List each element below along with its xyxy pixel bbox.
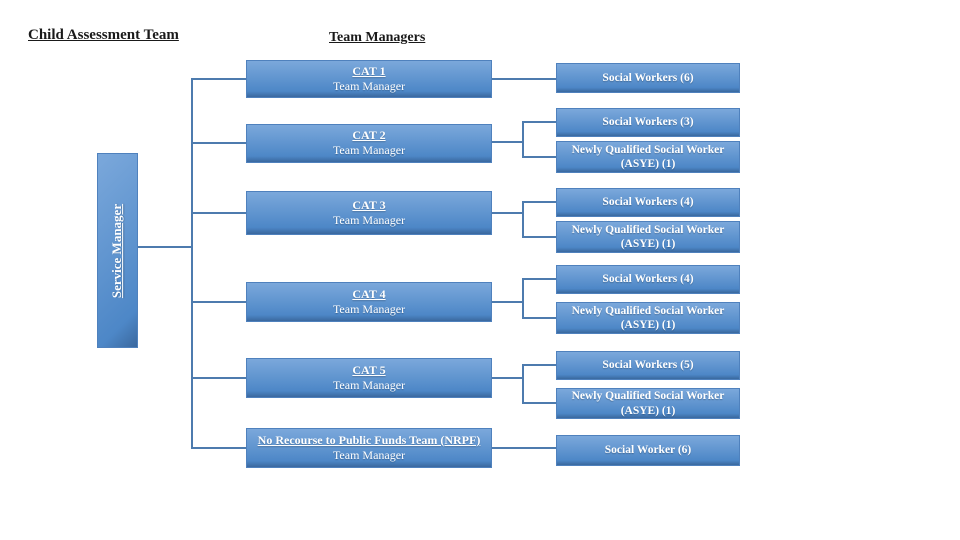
connector-cat3-stub-bottom [522,236,556,238]
connector-trunk [191,78,193,449]
column-heading-team-managers: Team Managers [329,30,426,45]
team-subtitle: Team Manager [332,78,406,93]
staff-label: Newly Qualified Social Worker (ASYE) (1) [571,223,725,250]
staff-label: Social Workers (5) [602,359,694,372]
team-box-cat1: CAT 1 Team Manager [246,60,492,98]
staff-label: Newly Qualified Social Worker (ASYE) (1) [571,304,725,331]
staff-label: Social Workers (4) [602,196,694,209]
team-box-cat5: CAT 5 Team Manager [246,358,492,398]
team-title: CAT 4 [352,286,386,301]
team-title: CAT 3 [352,197,386,212]
staff-box-cat2-nqsw: Newly Qualified Social Worker (ASYE) (1) [556,141,740,173]
connector-nrpf-staff [492,447,556,449]
page-title: Child Assessment Team [28,27,179,43]
connector-cat3-stub-top [522,201,556,203]
team-box-nrpf: No Recourse to Public Funds Team (NRPF) … [246,428,492,468]
staff-box-cat3-nqsw: Newly Qualified Social Worker (ASYE) (1) [556,221,740,253]
connector-branch-cat5 [191,377,246,379]
team-subtitle: Team Manager [332,143,406,158]
staff-label: Newly Qualified Social Worker (ASYE) (1) [571,390,725,417]
team-title: CAT 2 [352,128,386,143]
team-box-cat4: CAT 4 Team Manager [246,282,492,322]
staff-box-cat1-social-workers: Social Workers (6) [556,63,740,93]
connector-service-manager [138,246,191,248]
team-subtitle: Team Manager [332,377,406,392]
connector-branch-nrpf [191,447,246,449]
connector-cat4-stub-top [522,278,556,280]
team-title: CAT 5 [352,362,386,377]
service-manager-label: Service Manager [109,203,125,298]
team-title: No Recourse to Public Funds Team (NRPF) [257,432,481,447]
staff-box-nrpf-social-worker: Social Worker (6) [556,435,740,466]
team-subtitle: Team Manager [332,212,406,227]
staff-label: Social Workers (3) [602,116,694,129]
connector-cat3-main [492,212,524,214]
staff-box-cat5-social-workers: Social Workers (5) [556,351,740,380]
staff-box-cat4-nqsw: Newly Qualified Social Worker (ASYE) (1) [556,302,740,334]
connector-branch-cat2 [191,142,246,144]
connector-branch-cat3 [191,212,246,214]
staff-box-cat4-social-workers: Social Workers (4) [556,265,740,294]
connector-cat2-stub-bottom [522,156,556,158]
connector-cat4-bracket [522,278,524,319]
staff-label: Social Worker (6) [604,444,692,457]
connector-cat5-stub-top [522,364,556,366]
connector-cat3-bracket [522,201,524,238]
staff-box-cat3-social-workers: Social Workers (4) [556,188,740,217]
team-subtitle: Team Manager [332,301,406,316]
staff-label: Newly Qualified Social Worker (ASYE) (1) [571,143,725,170]
staff-box-cat5-nqsw: Newly Qualified Social Worker (ASYE) (1) [556,388,740,419]
connector-cat5-stub-bottom [522,402,556,404]
connector-cat2-main [492,141,524,143]
connector-cat5-main [492,377,524,379]
connector-cat4-stub-bottom [522,317,556,319]
staff-label: Social Workers (4) [602,273,694,286]
staff-box-cat2-social-workers: Social Workers (3) [556,108,740,137]
team-box-cat2: CAT 2 Team Manager [246,124,492,163]
service-manager-box: Service Manager [97,153,138,348]
team-subtitle: Team Manager [332,447,406,462]
connector-cat5-bracket [522,364,524,404]
staff-label: Social Workers (6) [602,71,694,84]
connector-branch-cat4 [191,301,246,303]
connector-branch-cat1 [191,78,246,80]
team-title: CAT 1 [352,63,386,78]
connector-cat4-main [492,301,524,303]
connector-cat2-bracket [522,121,524,158]
connector-cat1-staff [492,78,556,80]
team-box-cat3: CAT 3 Team Manager [246,191,492,235]
connector-cat2-stub-top [522,121,556,123]
